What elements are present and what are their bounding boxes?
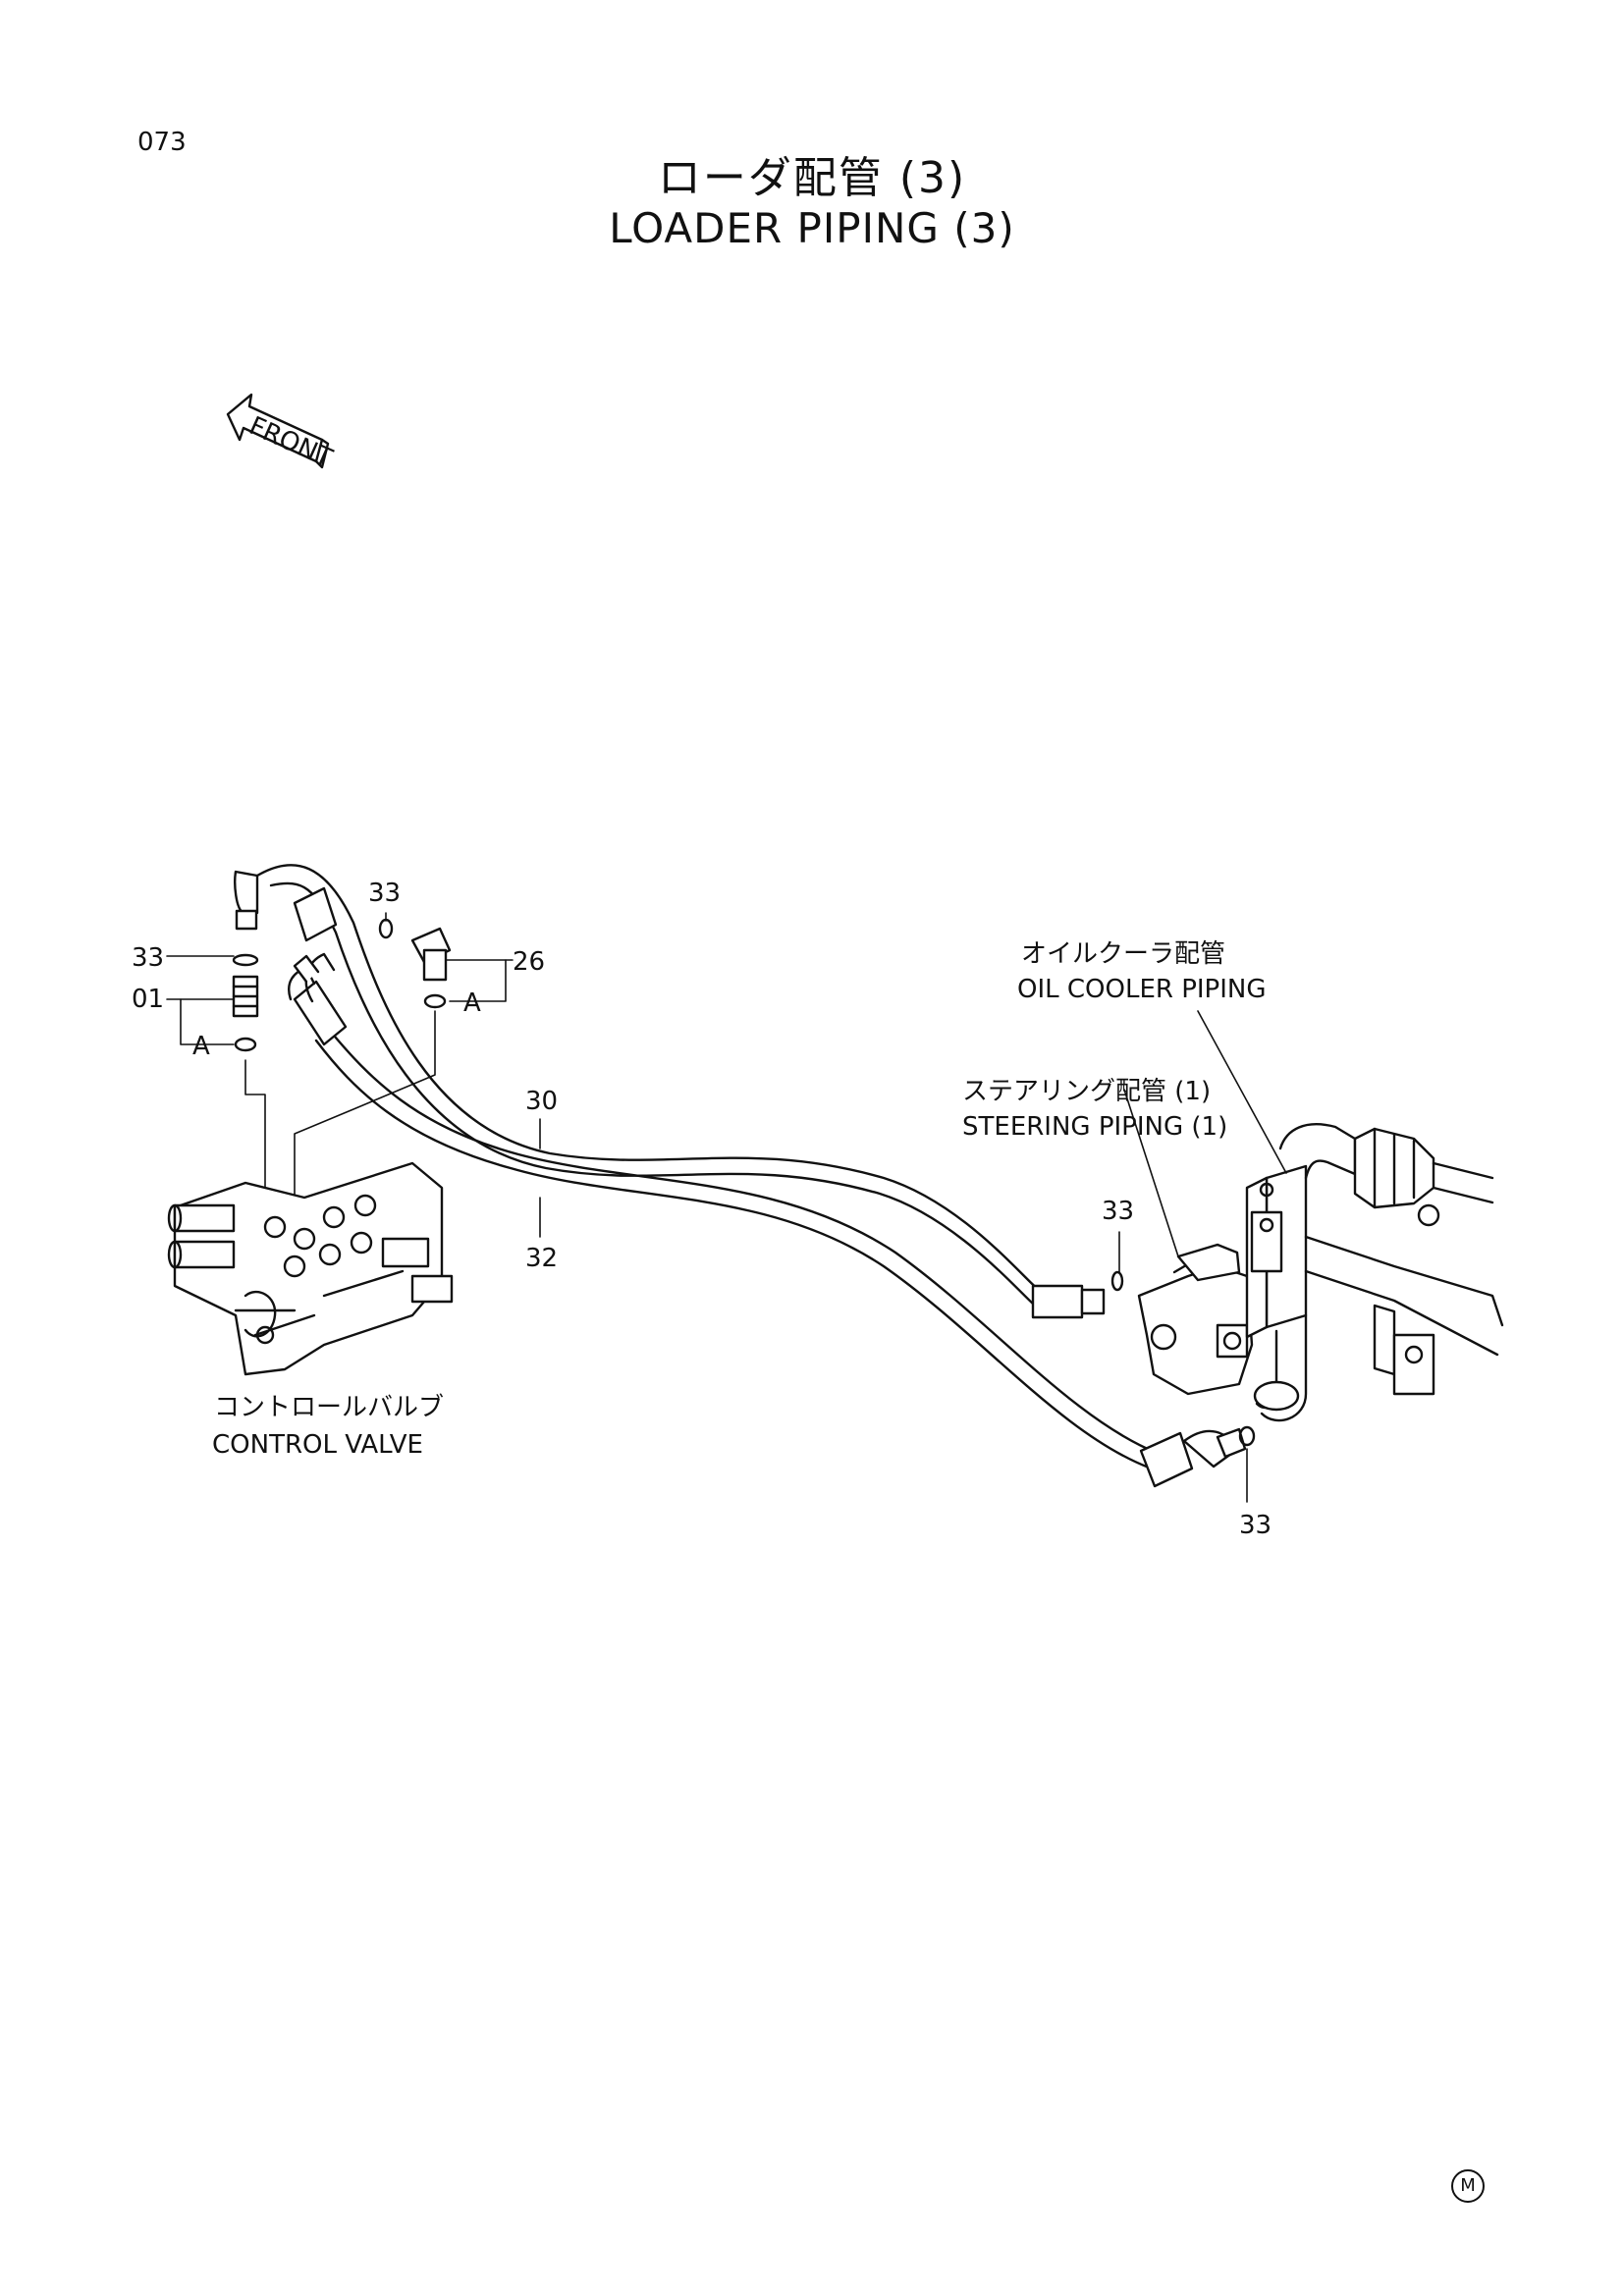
callout-33-bottom: 33 xyxy=(1239,1511,1272,1540)
oil-cooler-piping xyxy=(1245,1123,1504,1422)
o-ring-33-top xyxy=(378,918,394,939)
label-control-valve-jp: コントロールバルブ xyxy=(214,1393,444,1422)
callout-26: 26 xyxy=(513,947,545,977)
control-valve xyxy=(167,1161,454,1376)
page-title-english: LOADER PIPING (3) xyxy=(609,204,1015,252)
leader-lines xyxy=(166,912,1287,1503)
page-number: 073 xyxy=(137,128,187,157)
fitting-01 xyxy=(232,953,259,1052)
callout-33-steering: 33 xyxy=(1102,1197,1134,1226)
assembly-mark-a-right: A xyxy=(463,988,481,1018)
hose-30 xyxy=(234,864,1106,1319)
label-steering-jp: ステアリング配管 (1) xyxy=(962,1077,1211,1106)
assembly-lines xyxy=(244,1010,436,1272)
front-arrow-label: FRONT xyxy=(244,411,336,474)
callout-33-left: 33 xyxy=(132,943,164,973)
o-ring-33-steering xyxy=(1110,1270,1124,1292)
label-oil-cooler-jp: オイルクーラ配管 xyxy=(1021,939,1225,969)
callout-32: 32 xyxy=(525,1244,558,1273)
label-control-valve-en: CONTROL VALVE xyxy=(212,1430,423,1460)
steering-valve xyxy=(1110,1243,1256,1447)
page-title-japanese: ローダ配管 (3) xyxy=(657,153,967,203)
assembly-mark-a-left: A xyxy=(192,1032,210,1061)
callout-01: 01 xyxy=(132,985,164,1014)
callout-33-top: 33 xyxy=(368,879,401,908)
callout-30: 30 xyxy=(525,1087,558,1116)
hose-32 xyxy=(288,952,1247,1488)
front-arrow-icon: FRONT xyxy=(226,393,337,474)
fitting-26 xyxy=(410,927,452,1009)
o-ring-33-bottom xyxy=(1238,1425,1256,1447)
manufacturer-mark-icon: M xyxy=(1451,2169,1485,2203)
label-oil-cooler-en: OIL COOLER PIPING xyxy=(1017,975,1267,1004)
label-steering-en: STEERING PIPING (1) xyxy=(962,1112,1227,1142)
